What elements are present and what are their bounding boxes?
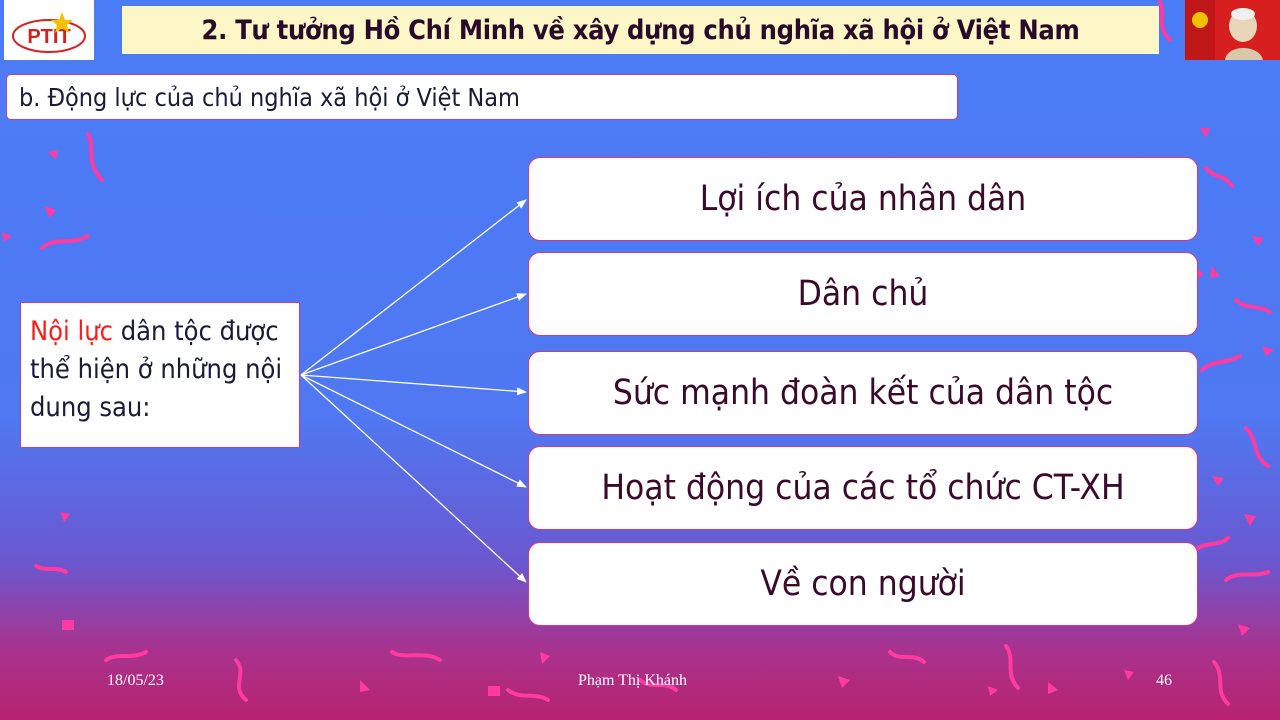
- item-to-chuc: Hoạt động của các tổ chức CT-XH: [528, 446, 1198, 530]
- item-dan-chu: Dân chủ: [528, 252, 1198, 336]
- item-label: Hoạt động của các tổ chức CT-XH: [601, 468, 1125, 508]
- arrow-1: [300, 199, 527, 376]
- source-box: Nội lực dân tộc được thể hiện ở những nộ…: [20, 302, 300, 448]
- item-label: Về con người: [760, 564, 966, 604]
- item-label: Dân chủ: [797, 274, 929, 314]
- source-highlight: Nội lực: [30, 316, 113, 347]
- svg-text:PTIT: PTIT: [27, 26, 70, 48]
- item-con-nguoi: Về con người: [528, 542, 1198, 626]
- footer-page-number: 46: [1156, 672, 1172, 689]
- footer-author: Phạm Thị Khánh: [578, 672, 688, 689]
- item-doan-ket: Sức mạnh đoàn kết của dân tộc: [528, 351, 1198, 435]
- arrow-3: [300, 374, 527, 396]
- item-loi-ich: Lợi ích của nhân dân: [528, 157, 1198, 241]
- portrait-image: [1185, 0, 1280, 60]
- slide-title: 2. Tư tưởng Hồ Chí Minh về xây dựng chủ …: [122, 6, 1159, 54]
- ptit-logo: PTIT: [4, 0, 94, 60]
- item-label: Lợi ích của nhân dân: [699, 179, 1027, 219]
- arrow-4: [300, 374, 527, 488]
- item-label: Sức mạnh đoàn kết của dân tộc: [612, 373, 1114, 413]
- source-text: dân tộc được thể hiện ở những nội dung s…: [30, 316, 283, 423]
- arrow-5: [300, 374, 527, 583]
- arrow-2: [300, 293, 527, 376]
- section-subtitle: b. Động lực của chủ nghĩa xã hội ở Việt …: [6, 74, 958, 120]
- footer-date: 18/05/23: [107, 672, 164, 689]
